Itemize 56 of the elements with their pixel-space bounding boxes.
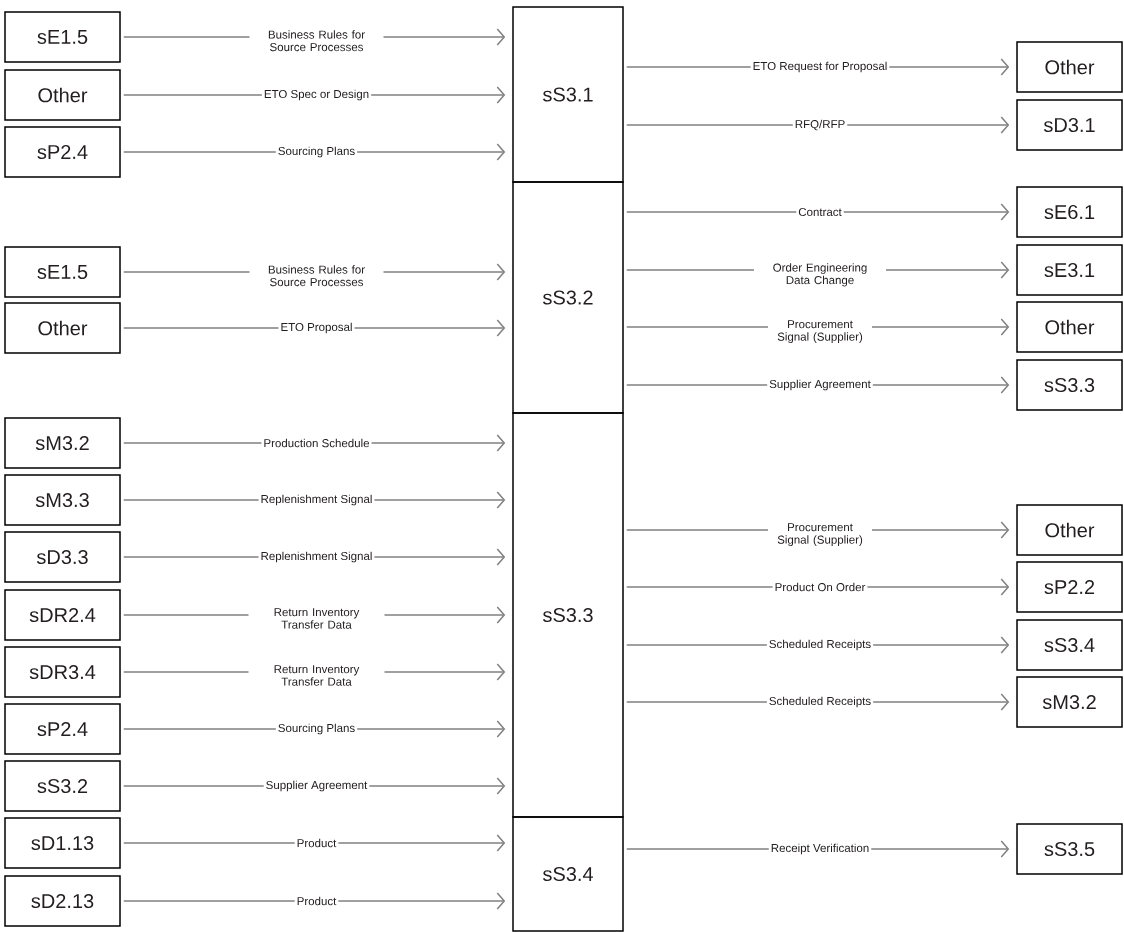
edge-label: Scheduled Receipts — [766, 638, 874, 652]
edge-label: Procurement Signal (Supplier) — [768, 522, 872, 547]
edge-label: Business Rules for Source Processes — [249, 264, 384, 287]
edge-label: Supplier Agreement — [263, 779, 370, 793]
arrow — [123, 834, 506, 852]
edge-label: ETO Spec or Design — [261, 88, 372, 102]
edge-label: Sourcing Plans — [275, 722, 358, 736]
reference-box: Other — [4, 302, 121, 354]
edge-label: Product On Order — [772, 581, 868, 593]
reference-box: sD3.1 — [1016, 99, 1123, 151]
reference-box: sM3.2 — [4, 417, 121, 469]
reference-box: sM3.3 — [4, 474, 121, 526]
edge-label: Contract — [796, 206, 844, 218]
reference-box: sD3.3 — [4, 531, 121, 583]
edge-label: Return Inventory Transfer Data — [248, 664, 385, 687]
reference-box: sS3.5 — [1016, 823, 1123, 875]
reference-box: sE3.1 — [1016, 244, 1123, 296]
reference-box: sD1.13 — [4, 817, 121, 869]
process-box: sS3.3 — [512, 412, 624, 818]
reference-box: sD2.13 — [4, 875, 121, 927]
edge-label: RFQ/RFP — [792, 118, 848, 132]
edge-label: Procurement Signal (Supplier) — [768, 319, 872, 344]
reference-box: sS3.3 — [1016, 359, 1123, 411]
reference-box: sE6.1 — [1016, 186, 1123, 238]
arrow — [123, 892, 506, 910]
reference-box: sE1.5 — [4, 11, 121, 63]
reference-box: sS3.2 — [4, 760, 121, 812]
reference-box: sP2.2 — [1016, 561, 1123, 613]
edge-label: Production Schedule — [261, 437, 372, 449]
edge-label: ETO Proposal — [278, 321, 355, 335]
reference-box: sDR2.4 — [4, 589, 121, 641]
process-box: sS3.4 — [512, 816, 624, 932]
edge-label: Receipt Verification — [768, 842, 872, 856]
process-box: sS3.2 — [512, 181, 624, 414]
reference-box: sM3.2 — [1016, 676, 1123, 728]
reference-box: Other — [4, 69, 121, 121]
reference-box: Other — [1016, 41, 1123, 93]
edge-label: ETO Request for Proposal — [750, 60, 890, 74]
edge-label: Replenishment Signal — [258, 550, 375, 564]
reference-box: Other — [1016, 504, 1123, 556]
process-box: sS3.1 — [512, 6, 624, 183]
reference-box: Other — [1016, 301, 1123, 353]
edge-label: Replenishment Signal — [258, 493, 375, 507]
edge-label: Product — [294, 895, 339, 907]
edge-label: Product — [294, 837, 339, 849]
reference-box: sP2.4 — [4, 126, 121, 178]
reference-box: sS3.4 — [1016, 619, 1123, 671]
edge-label: Sourcing Plans — [275, 145, 358, 159]
edge-label: Order Engineering Data Change — [754, 262, 886, 287]
reference-box: sP2.4 — [4, 703, 121, 755]
edge-label: Return Inventory Transfer Data — [248, 607, 385, 630]
reference-box: sDR3.4 — [4, 646, 121, 698]
edge-label: Supplier Agreement — [767, 378, 873, 392]
reference-box: sE1.5 — [4, 246, 121, 298]
edge-label: Scheduled Receipts — [766, 695, 874, 709]
edge-label: Business Rules for Source Processes — [249, 29, 384, 52]
